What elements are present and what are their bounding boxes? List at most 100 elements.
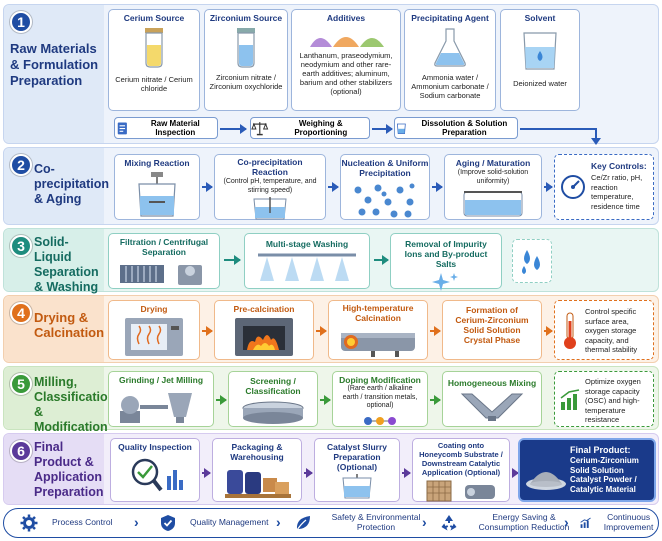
flow-arrow: [202, 326, 213, 336]
modification-note: Optimize oxygen storage capacity (OSC) a…: [585, 377, 641, 424]
flow-arrow: [544, 182, 553, 192]
stage-6-label: 6 Final Product & Application Preparatio…: [4, 434, 104, 504]
box-desc: (Control pH, temperature, and stirring s…: [223, 178, 317, 194]
flow-arrow: [544, 326, 553, 336]
box-desc: (Improve solid-solution uniformity): [457, 169, 529, 185]
stage-4-label: 4 Drying & Calcination: [4, 296, 104, 362]
box-title: Pre-calcination: [233, 304, 295, 314]
washing-box: Multi-stage Washing: [244, 233, 370, 289]
flow-arrow: [374, 255, 389, 265]
calcination-note: Control specific surface area, oxygen st…: [585, 307, 638, 354]
balance-scale-icon: [251, 122, 269, 136]
box-title: Drying: [140, 304, 168, 314]
flow-arrow: [512, 468, 519, 478]
calcination-note-box: Control specific surface area, oxygen st…: [554, 300, 654, 360]
step-label: Weighing & Proportioning: [294, 118, 348, 138]
gear-icon: [20, 514, 38, 531]
key-controls-desc: Ce/Zr ratio, pH, reaction temperature, r…: [591, 173, 643, 211]
stage-3-label: 3 Solid-Liquid Separation & Washing: [4, 229, 104, 294]
doping-box: Doping Modification (Rare earth / alkali…: [332, 371, 428, 427]
flow-arrow: [432, 182, 443, 192]
dissolution-step: Dissolution & Solution Preparation: [394, 117, 518, 139]
footer-label: Continuous Improvement: [603, 512, 654, 532]
stage-6-title: Final Product & Application Preparation: [34, 440, 104, 499]
footer-label: Safety & Environmental Protection: [331, 512, 421, 532]
footer-item-continuous-improvement: Continuous Improvement: [580, 509, 658, 536]
flow-arrow: [430, 326, 441, 336]
stage-2-title: Co-precipitation & Aging: [34, 162, 110, 206]
weighing-step: Weighing & Proportioning: [250, 117, 370, 139]
particles-icon: [354, 183, 415, 218]
footer-item-process-control: Process Control: [20, 509, 112, 536]
slurry-preparation-box: Catalyst Slurry Preparation (Optional): [314, 438, 400, 502]
drying-oven-icon: [125, 318, 183, 356]
stage-1-title: Raw Materials & Formulation Preparation: [10, 41, 99, 88]
honeycomb-substrate-icon: [426, 480, 495, 502]
modification-note-box: Optimize oxygen storage capacity (OSC) a…: [554, 371, 654, 427]
key-controls-title: Key Controls:: [591, 161, 647, 171]
flow-arrow: [320, 395, 331, 405]
flow-arrowhead: [591, 138, 601, 145]
reactor-tank-icon: [253, 197, 287, 220]
beaker-yellow-icon: [145, 28, 163, 68]
box-title: Homogeneous Mixing: [447, 378, 537, 388]
box-title: Coating onto Honeycomb Substrate / Downs…: [419, 441, 503, 477]
solvent-box: Solvent Deionized water: [500, 9, 580, 111]
box-title: Multi-stage Washing: [265, 239, 349, 249]
box-title: Packaging & Warehousing: [230, 442, 284, 462]
footer-label: Energy Saving & Consumption Reduction: [478, 512, 570, 532]
filtration-box: Filtration / Centrifugal Separation: [108, 233, 220, 289]
stage-4-badge: 4: [10, 302, 32, 324]
impurity-removal-box: Removal of Impurity Ions and By-product …: [390, 233, 502, 291]
box-title: Aging / Maturation: [455, 158, 531, 168]
box-title: Removal of Impurity Ions and By-product …: [404, 239, 488, 269]
chevron-right-icon: ›: [422, 514, 427, 530]
spray-nozzles-icon: [258, 253, 356, 281]
slurry-beaker-icon: [342, 474, 372, 499]
bar-chart-icon: [560, 389, 580, 410]
zirconium-source-box: Zirconium Source Zirconium nitrate / Zir…: [204, 9, 288, 111]
aging-box: Aging / Maturation (Improve solid-soluti…: [444, 154, 542, 220]
water-drops-box: [512, 239, 552, 283]
clipboard-icon: [117, 122, 127, 135]
mixing-reaction-box: Mixing Reaction: [114, 154, 200, 220]
box-title: Screening / Classification: [245, 376, 301, 396]
flow-connector-line: [520, 128, 596, 130]
dissolution-beaker-icon: [396, 123, 406, 134]
water-drops-icon: [522, 250, 540, 274]
box-title: Precipitating Agent: [411, 13, 489, 23]
flow-arrow: [328, 182, 339, 192]
footer-item-quality-management: Quality Management: [160, 509, 268, 536]
flow-connector-line: [595, 128, 597, 140]
jet-mill-icon: [120, 393, 192, 423]
additives-box: Additives Lanthanum, praseodymium, neody…: [291, 9, 401, 111]
water-beaker-icon: [523, 32, 557, 70]
footer-label: Quality Management: [190, 516, 269, 527]
box-title: Quality Inspection: [118, 442, 192, 452]
flask-icon: [434, 28, 466, 67]
box-title: Catalyst Slurry Preparation (Optional): [327, 442, 387, 472]
box-title: Doping Modification: [339, 375, 421, 385]
furnace-icon: [235, 318, 293, 356]
crystal-formation-box: Formation of Cerium-Zirconium Solid Solu…: [442, 300, 542, 360]
stage-4-title: Drying & Calcination: [34, 310, 105, 340]
box-desc: Zirconium nitrate / Zirconium oxychlorid…: [209, 73, 283, 91]
flow-arrow: [304, 468, 313, 478]
stage-1-label: 1 Raw Materials & Formulation Preparatio…: [4, 5, 104, 143]
stage-4: 4 Drying & Calcination Drying Pre-calcin…: [3, 295, 659, 363]
chevron-right-icon: ›: [276, 514, 281, 530]
chevron-right-icon: ›: [134, 514, 139, 530]
recycle-icon: [441, 514, 457, 530]
box-title: Co-precipitation Reaction: [237, 157, 303, 177]
final-product-box: Final Product: Cerium-Zirconium Solid So…: [518, 438, 656, 502]
footer-item-energy-saving: Energy Saving & Consumption Reduction: [440, 509, 576, 536]
raw-material-inspection-step: Raw Material Inspection: [114, 117, 218, 139]
beaker-blue-icon: [237, 28, 255, 68]
stage-3-title: Solid-Liquid Separation & Washing: [34, 235, 99, 294]
box-desc: Lanthanum, praseodymium, neodymium and o…: [299, 51, 393, 96]
box-title: Nucleation & Uniform Precipitation: [341, 158, 429, 178]
box-desc: Cerium nitrate / Cerium chloride: [115, 75, 193, 93]
box-title: Additives: [326, 13, 366, 23]
leaf-icon: [296, 515, 310, 530]
flow-arrow: [316, 326, 327, 336]
